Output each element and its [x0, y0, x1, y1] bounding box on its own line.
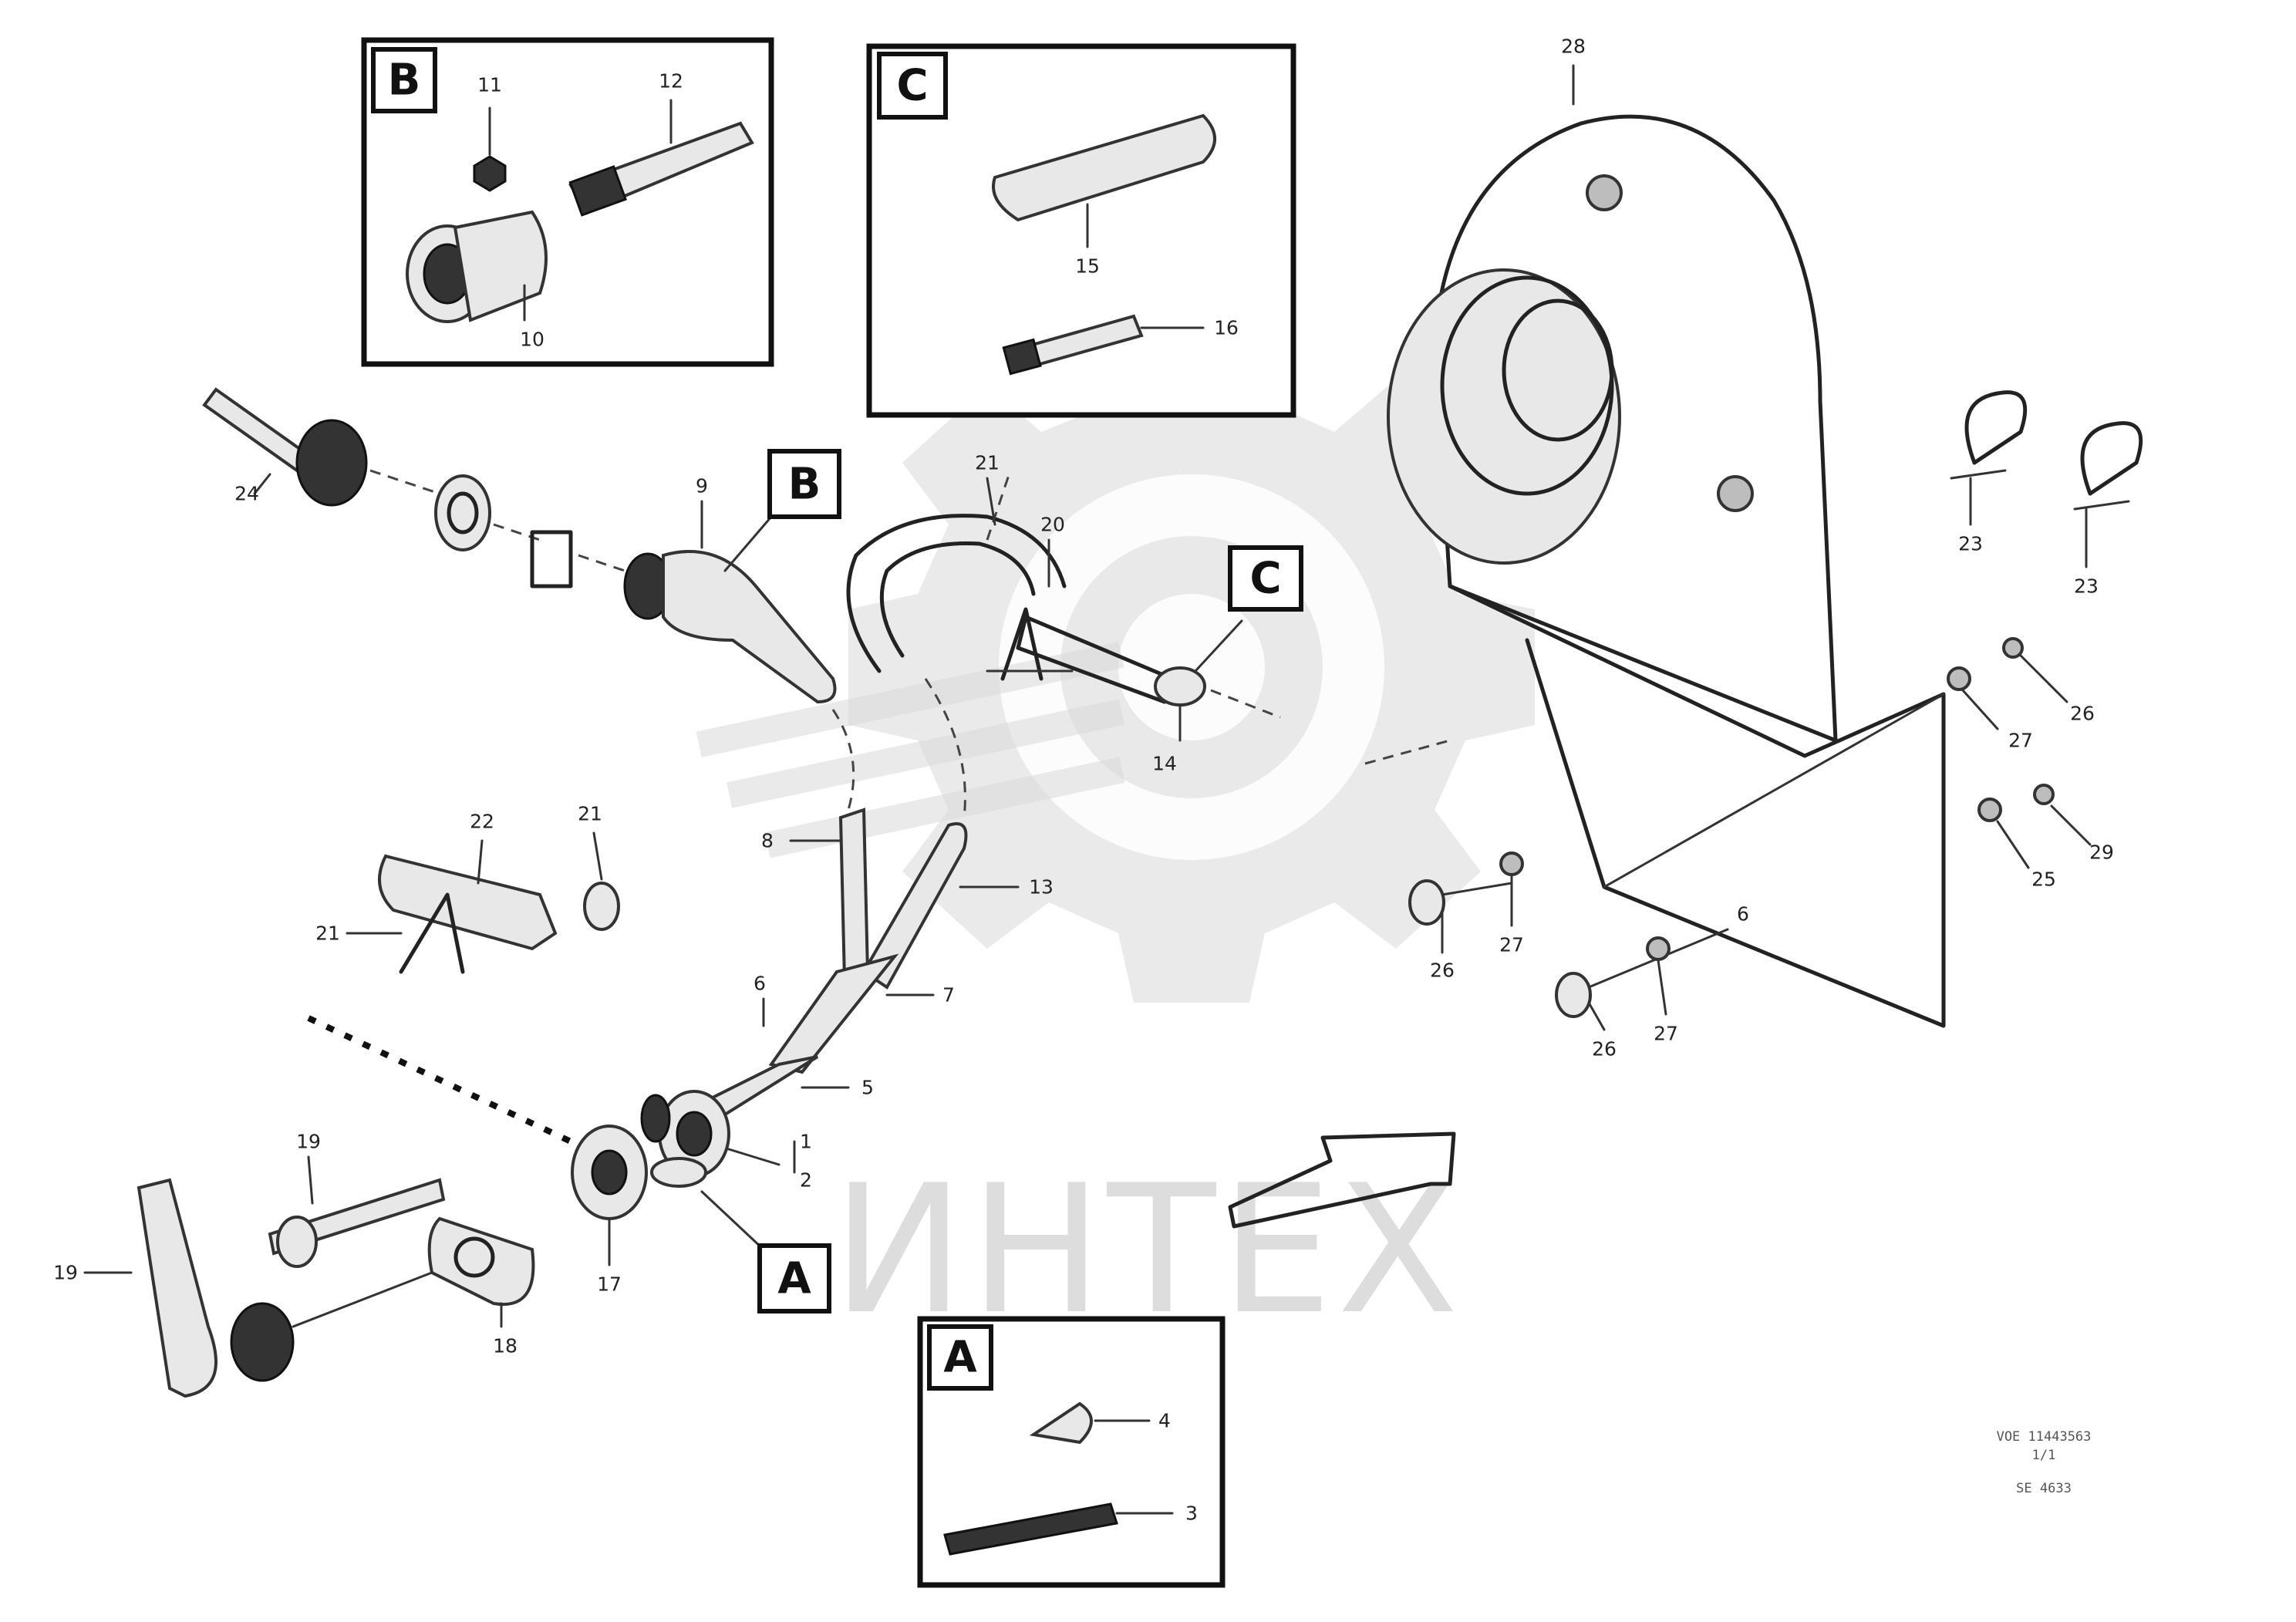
direction-arrow-icon — [1228, 1131, 1456, 1229]
shaft-24: 24 — [202, 387, 625, 588]
callout-6b: 6 — [1737, 903, 1749, 926]
callout-27a: 27 — [2008, 730, 2033, 752]
callout-4: 4 — [1158, 1410, 1171, 1432]
callout-25: 25 — [2031, 868, 2056, 891]
collar-assembly: 1 2 — [640, 1090, 812, 1251]
callout-3: 3 — [1185, 1502, 1198, 1525]
callout-23a: 23 — [1958, 533, 1983, 555]
callout-6: 6 — [754, 973, 766, 995]
bolt-set-upper-right: 27 26 — [1947, 637, 2095, 752]
detail-view-b: B 11 12 10 — [361, 37, 774, 367]
detail-view-c: C 15 16 — [866, 43, 1296, 418]
callout-26c: 26 — [1592, 1038, 1617, 1061]
callout-26a: 26 — [2070, 703, 2095, 725]
callout-27c: 27 — [1654, 1023, 1678, 1045]
bolt-set-lower-right: 26 27 6 — [1555, 903, 1749, 1061]
guide-line-housing — [1364, 739, 1451, 765]
reference-line-2: 1/1 — [2032, 1448, 2056, 1463]
view-tag-c-label: C — [1249, 554, 1281, 604]
callout-26b: 26 — [1430, 959, 1455, 982]
callout-10: 10 — [520, 329, 544, 351]
dotted-chain — [307, 1015, 572, 1145]
clamp-23-right: 23 — [2073, 421, 2143, 598]
callout-1: 1 — [800, 1131, 812, 1153]
hook-lever: 21 20 14 — [846, 452, 1281, 775]
bracket-22: 22 21 21 — [315, 803, 620, 974]
view-tag-b: B — [767, 449, 841, 519]
bolt-set-mid-right: 25 29 — [1977, 784, 2114, 891]
guide-line-left — [831, 709, 855, 811]
callout-8: 8 — [761, 830, 774, 852]
callout-19b: 19 — [53, 1262, 78, 1284]
callout-22: 22 — [470, 811, 494, 833]
callout-9: 9 — [696, 475, 708, 497]
bolt-set-lower-left: 26 27 — [1408, 851, 1524, 982]
callout-23b: 23 — [2074, 575, 2099, 598]
view-tag-b-label: B — [788, 460, 821, 510]
callout-17: 17 — [597, 1273, 622, 1296]
clamp-23-left: 23 — [1950, 390, 2028, 555]
callout-5: 5 — [861, 1077, 874, 1099]
callout-19: 19 — [296, 1131, 321, 1153]
callout-13: 13 — [1029, 876, 1054, 899]
callout-29: 29 — [2089, 841, 2114, 864]
callout-24: 24 — [234, 483, 259, 505]
detail-tag-a: A — [943, 1333, 977, 1383]
callout-27b: 27 — [1499, 934, 1524, 956]
callout-18: 18 — [493, 1335, 518, 1357]
view-tag-c: C — [1228, 545, 1303, 612]
guide-line-right — [924, 678, 966, 818]
view-tag-a: A — [757, 1243, 831, 1313]
reference-line-3: SE 4633 — [2016, 1481, 2072, 1496]
callout-20: 20 — [1040, 514, 1065, 536]
selector-shaft-9: 9 — [623, 475, 837, 704]
lower-left-parts: 17 18 19 19 — [53, 1125, 648, 1398]
callout-16: 16 — [1214, 317, 1239, 339]
housing-assembly: 28 — [1387, 35, 1946, 1028]
detail-tag-b: B — [388, 56, 421, 106]
callout-7: 7 — [942, 984, 955, 1007]
callout-11: 11 — [477, 74, 502, 96]
drawing-reference: VOE 11443563 1/1 SE 4633 — [1997, 1429, 2092, 1496]
callout-21c: 21 — [315, 922, 340, 945]
reference-line-1: VOE 11443563 — [1997, 1429, 2092, 1445]
detail-view-a: A 4 3 — [917, 1316, 1226, 1588]
callout-21: 21 — [975, 452, 1000, 474]
callout-12: 12 — [659, 70, 683, 93]
callout-14: 14 — [1152, 753, 1177, 775]
callout-15: 15 — [1075, 255, 1100, 278]
detail-tag-c: C — [896, 61, 928, 111]
view-tag-a-label: A — [777, 1254, 811, 1304]
callout-2: 2 — [800, 1169, 812, 1192]
callout-21b: 21 — [578, 803, 602, 825]
callout-28: 28 — [1561, 35, 1586, 58]
